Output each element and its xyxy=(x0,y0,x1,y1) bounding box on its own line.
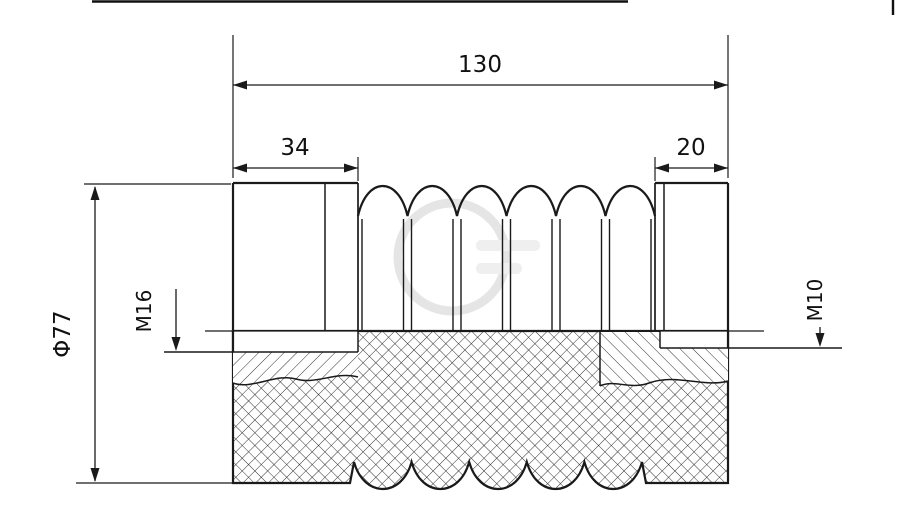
dim-34-label: 34 xyxy=(280,135,309,161)
right-flange xyxy=(654,181,730,332)
thread-callout-m10: M10 xyxy=(803,279,827,347)
arrowhead xyxy=(344,163,358,173)
part-upper-half xyxy=(231,181,730,332)
thread-callout-m16: M16 xyxy=(132,289,181,351)
watermark-ghost-text xyxy=(476,263,522,274)
dim-overall-length: 130 xyxy=(232,35,729,178)
left-flange xyxy=(231,181,359,332)
scan-border-artifacts xyxy=(92,0,895,15)
left-insert-hatch xyxy=(233,352,358,385)
arrowhead xyxy=(90,186,100,200)
right-insert-hatch-zone xyxy=(599,332,729,387)
section-lower-body xyxy=(164,329,842,490)
right-thread-band-fill xyxy=(660,331,728,348)
arrowhead xyxy=(90,468,100,482)
watermark-ghost-text xyxy=(476,240,540,251)
bellows-profile xyxy=(356,185,657,217)
arrowhead xyxy=(233,163,247,173)
arrowhead xyxy=(171,337,181,351)
watermark xyxy=(393,198,540,316)
left-insert-hatch-zone xyxy=(232,352,359,386)
dim-diameter-label: Φ77 xyxy=(50,310,76,357)
left-insert-boundary xyxy=(232,374,359,386)
thread-m16-label: M16 xyxy=(132,290,156,333)
right-insert-hatch xyxy=(600,332,728,386)
thread-m10-label: M10 xyxy=(803,279,827,322)
dim-right-section: 20 xyxy=(654,135,728,181)
arrowhead xyxy=(714,163,728,173)
arrowhead xyxy=(714,80,728,90)
bellows-wall-lines xyxy=(361,219,652,331)
dim-left-section: 34 xyxy=(233,135,359,181)
right-insert-boundary xyxy=(599,378,729,387)
left-thread-band xyxy=(231,331,359,352)
right-thread-band xyxy=(659,331,730,348)
watermark-ring xyxy=(393,198,511,316)
arrowhead xyxy=(655,163,669,173)
dim-130-label: 130 xyxy=(458,52,502,78)
dim-outer-diameter: Φ77 xyxy=(50,183,242,484)
left-thread-band-fill xyxy=(233,331,358,352)
dim-20-label: 20 xyxy=(676,135,705,161)
arrowhead xyxy=(233,80,247,90)
arrowhead xyxy=(815,333,825,347)
